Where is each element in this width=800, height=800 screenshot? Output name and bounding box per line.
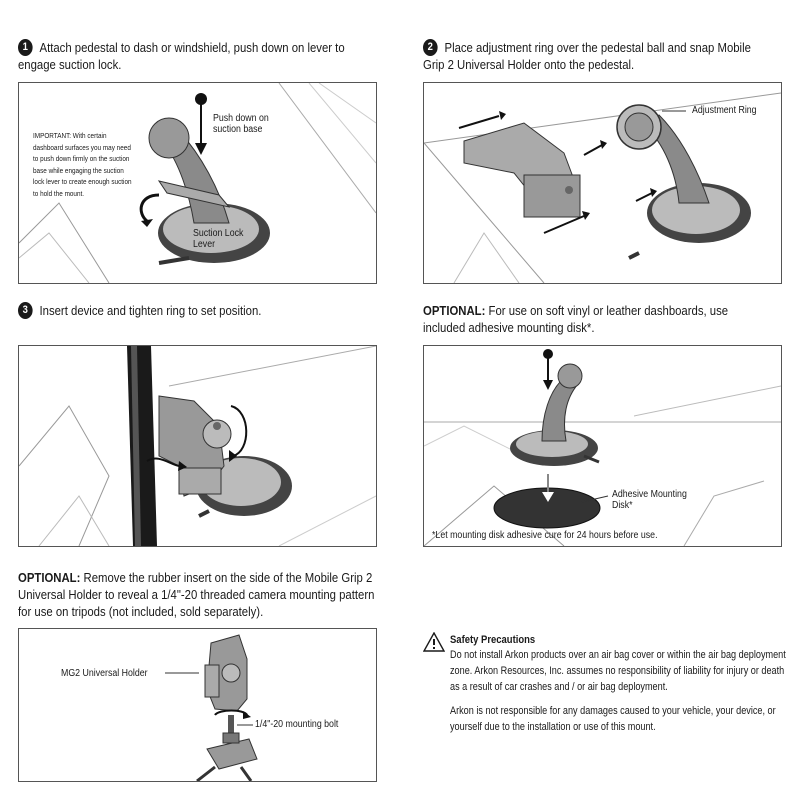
optional-vinyl-text: For use on soft vinyl or leather dashboa… (423, 303, 729, 335)
suction-lock-lever-label: Suction Lock Lever (193, 228, 244, 250)
safety-paragraph-1: Do not install Arkon products over an ai… (450, 649, 786, 693)
step-3-number: 3 (18, 302, 33, 319)
mg2-holder-label: MG2 Universal Holder (61, 668, 148, 679)
adhesive-disk-label: Adhesive Mounting Disk* (612, 489, 687, 511)
insert-device-illustration (19, 346, 376, 546)
optional-vinyl-prefix: OPTIONAL: (423, 303, 486, 318)
pedestal-suction-illustration (19, 83, 376, 283)
step-2-text: Place adjustment ring over the pedestal … (423, 40, 751, 72)
optional-tripod-text: Remove the rubber insert on the side of … (18, 570, 375, 619)
step-1-number: 1 (18, 39, 33, 56)
panel-step-1: IMPORTANT: With certain dashboard surfac… (18, 82, 377, 284)
warning-triangle-icon (423, 632, 445, 652)
safety-paragraph-2: Arkon is not responsible for any damages… (450, 705, 776, 733)
safety-title: Safety Precautions (450, 634, 536, 646)
tripod-mount-illustration (165, 634, 258, 781)
optional-tripod-prefix: OPTIONAL: (18, 570, 81, 585)
step-3-title: 3 Insert device and tighten ring to set p… (18, 302, 362, 319)
panel-step-3 (18, 345, 377, 547)
step-1-text: Attach pedestal to dash or windshield, p… (18, 40, 345, 72)
adjustment-ring-label: Adjustment Ring (692, 105, 757, 116)
important-note: IMPORTANT: With certain dashboard surfac… (33, 131, 132, 198)
mounting-bolt-label: 1/4"-20 mounting bolt (255, 719, 339, 730)
optional-tripod-title: OPTIONAL: Remove the rubber insert on th… (18, 569, 379, 620)
push-down-label: Push down on suction base (213, 113, 269, 135)
adjustment-ring-illustration (424, 92, 781, 283)
panel-tripod: MG2 Universal Holder 1/4"-20 mounting bo… (18, 628, 377, 782)
step-2-number: 2 (423, 39, 438, 56)
disk-cure-footnote: *Let mounting disk adhesive cure for 24 … (432, 530, 658, 541)
optional-vinyl-title: OPTIONAL: For use on soft vinyl or leath… (423, 302, 767, 336)
panel-adhesive-disk: Adhesive Mounting Disk* *Let mounting di… (423, 345, 782, 547)
step-3-text: Insert device and tighten ring to set po… (39, 303, 262, 318)
adhesive-disk-illustration (424, 349, 781, 546)
panel-step-2: Adjustment Ring (423, 82, 782, 284)
